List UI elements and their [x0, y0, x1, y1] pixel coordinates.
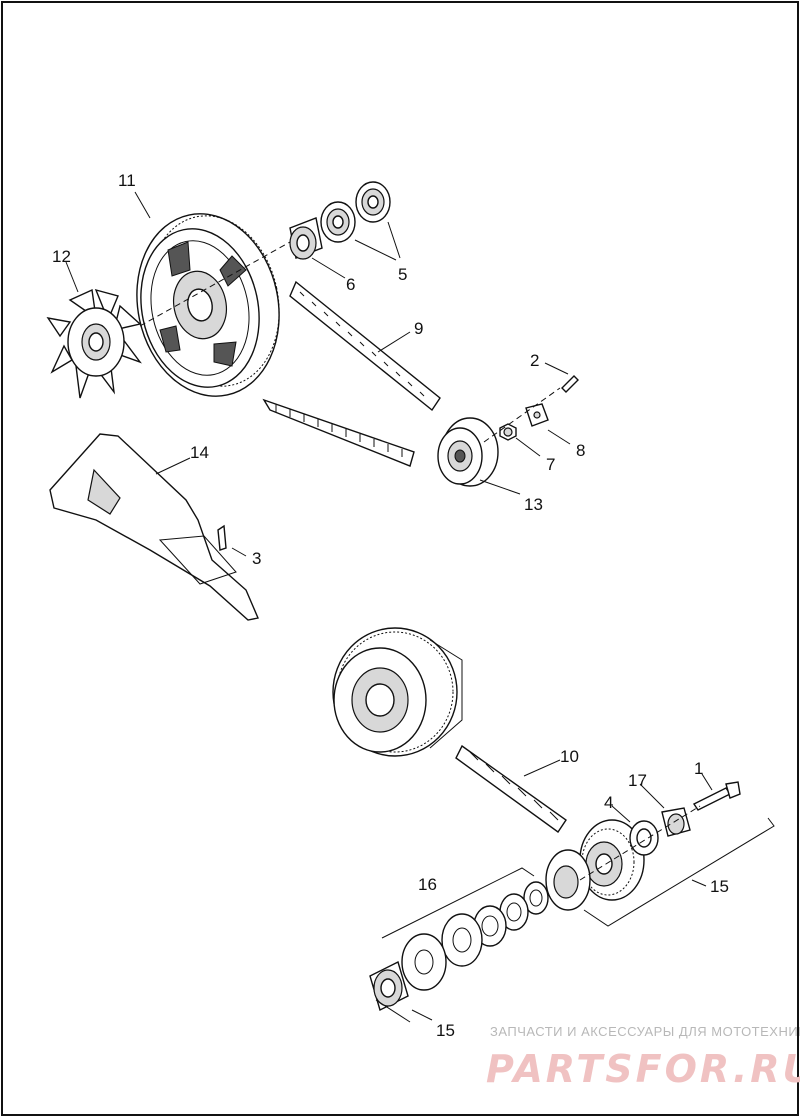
spring-washer-stack: [401, 881, 549, 991]
watermark-brand: PARTSFOR.RU: [486, 1047, 800, 1091]
belt-guard: [49, 433, 259, 621]
callout-16: 16: [418, 875, 437, 894]
callouts: 11 12 6 5 9 2 8 7 13 14 3 10 1 17 4 16 1…: [52, 171, 729, 1040]
lock-screw: [561, 375, 579, 393]
lock-plate: [525, 403, 549, 427]
callout-11: 11: [118, 171, 136, 190]
watermark-tagline: ЗАПЧАСТИ И АКСЕССУАРЫ ДЛЯ МОТОТЕХНИКИ: [490, 1024, 800, 1039]
bearing-left: [320, 201, 356, 243]
callout-17: 17: [628, 771, 647, 790]
clutch-shell: [332, 627, 463, 757]
spacer: [289, 217, 323, 260]
splined-hub: [369, 960, 409, 1012]
callout-12: 12: [52, 247, 71, 266]
callout-10: 10: [560, 747, 579, 766]
callout-8: 8: [576, 441, 585, 460]
comp-axis-line: [579, 805, 701, 881]
callout-6: 6: [346, 275, 355, 294]
leader-lines: [65, 191, 775, 1023]
callout-2: 2: [530, 351, 539, 370]
callout-15-upper: 15: [710, 877, 729, 896]
sprocket-nut: [499, 423, 517, 441]
fan-damper: [46, 288, 142, 399]
sprocket-axis-line: [483, 387, 561, 443]
axis-line: [139, 241, 291, 327]
watermark: ЗАПЧАСТИ И АКСЕССУАРЫ ДЛЯ МОТОТЕХНИКИ PA…: [486, 1024, 800, 1091]
guard-screw: [217, 524, 227, 551]
callout-3: 3: [252, 549, 261, 568]
bolt-1: [692, 781, 741, 811]
callout-13: 13: [524, 495, 543, 514]
callout-4: 4: [604, 793, 613, 812]
sliding-cam: [545, 849, 591, 911]
callout-7: 7: [546, 455, 555, 474]
bearing-right: [355, 181, 391, 223]
callout-1: 1: [694, 759, 703, 778]
washer-4: [629, 820, 659, 856]
callout-15-lower: 15: [436, 1021, 455, 1040]
callout-14: 14: [190, 443, 209, 462]
compensator-sprocket: [579, 819, 645, 901]
bushing-17: [661, 807, 691, 837]
primary-chain: [455, 744, 567, 833]
callout-9: 9: [414, 319, 423, 338]
drive-belt: [262, 280, 441, 467]
rear-belt-sprocket: [136, 213, 280, 397]
transmission-sprocket: [437, 417, 499, 487]
callout-5: 5: [398, 265, 407, 284]
